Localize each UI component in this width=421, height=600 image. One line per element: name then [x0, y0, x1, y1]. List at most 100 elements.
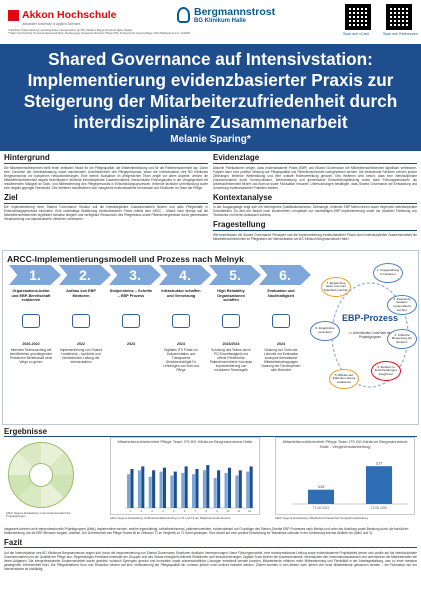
- section-text-kontextanalyse: In der Ausgangslage zeigt sich ein heter…: [213, 205, 417, 217]
- chart1-tick-label: 11: [237, 509, 240, 513]
- network-icon: [172, 314, 190, 328]
- bergmannstrost-logo-icon: [177, 7, 190, 23]
- clipboard-icon: [22, 314, 40, 328]
- bergmannstrost-logo-name: Bergmannstrost: [194, 6, 276, 18]
- step-label: Stolpersteine – Schritte – EBP Prozess: [109, 289, 153, 298]
- step-year: 2022: [77, 342, 85, 346]
- step-detail: Digitales ITS Portal zur Dokumentation u…: [163, 348, 199, 373]
- chart1-bar: [206, 465, 210, 508]
- left-column: Hintergrund Die Mitarbeiterzufriedenheit…: [4, 153, 208, 224]
- arcc-title: ARCC-Implementierungsmodell und Prozess …: [7, 254, 244, 264]
- intervention-wheel-center: [29, 463, 53, 487]
- chart1-bar: [127, 474, 131, 508]
- chart1-bar: [137, 470, 141, 508]
- step-chevron: 5.: [209, 265, 261, 285]
- section-text-ziel: Die Implementierung einer Shared Governa…: [4, 205, 208, 221]
- step-detail: Nutzung von Tools wie Lohnzeit zur Evalu…: [261, 348, 301, 373]
- section-heading-evidenzlage: Evidenzlage: [213, 153, 417, 164]
- cycle-node: 4. Evidenz in Entscheidungen integrieren: [371, 361, 401, 381]
- bergmannstrost-logo-subtitle: BG Klinikum Halle: [194, 18, 247, 24]
- chart1-bar: [192, 474, 196, 508]
- chart2-tick-label: T1.06.2023: [313, 506, 329, 510]
- chart1-tick-label: 8: [205, 509, 207, 513]
- step-chevron: 2.: [59, 265, 111, 285]
- step-year: 2020-2022: [22, 342, 40, 346]
- vcard-qr-code[interactable]: [345, 4, 371, 30]
- chart1-bar: [148, 476, 152, 508]
- cycle-node: 2. Passende Evidenz systematisch suchen: [387, 295, 417, 315]
- section-text-evidenzlage: Aktuelle Publikationen zeigen, dass evid…: [213, 165, 417, 190]
- cycle-node: 6. Ergebnisse verankern: [310, 321, 340, 341]
- chart1-tick-label: 6: [184, 509, 186, 513]
- right-column: Evidenzlage Aktuelle Publikationen zeige…: [213, 153, 417, 244]
- poster-author: Melanie Sparing*: [170, 134, 251, 145]
- chart1-tick-label: 4: [162, 509, 164, 513]
- fazit-text: Auf der Intensivstation des BG Klinikums…: [4, 551, 417, 571]
- chart1-bar: [130, 469, 134, 508]
- chart1-caption: Abb4: Eigene Darstellung: Zufriedenheit/…: [110, 516, 231, 520]
- cycle-node: 3. Kritische Bewertung der Evidenz: [387, 329, 417, 349]
- mentor-icon: [72, 314, 90, 328]
- step-chevron: 4.: [159, 265, 211, 285]
- chart1-bar: [202, 470, 206, 508]
- section-heading-hintergrund: Hintergrund: [4, 153, 208, 164]
- akkon-logo-icon: [8, 9, 19, 21]
- step-label: Organisations-kultur und EBP-Bereitschaf…: [11, 289, 51, 303]
- section-heading-ergebnisse: Ergebnisse: [4, 427, 417, 437]
- ebp-cycle-title: EBP-Prozess: [341, 313, 399, 323]
- vcard-qr-caption: Scan me! vCard: [343, 32, 369, 36]
- poster-title: Shared Governance auf Intensivstation: I…: [23, 49, 398, 132]
- section-text-fragestellung: Wie beeinflussen die Shared Governance P…: [213, 232, 417, 241]
- step-detail: Implementierung von Shared Leadership – …: [59, 348, 103, 365]
- akkon-logo: Akkon Hochschule: [8, 9, 117, 21]
- chart1-bar: [152, 470, 156, 508]
- results-text: Insgesamt konnten acht interprofessionel…: [4, 527, 409, 535]
- step-chevron: 3.: [109, 265, 161, 285]
- chart1-bar: [213, 478, 217, 508]
- chart1-bar: [181, 472, 185, 508]
- chart2-data-label: 3.27: [376, 462, 383, 466]
- arcc-model-panel: ARCC-Implementierungsmodell und Prozess …: [2, 250, 419, 425]
- chart1-bar: [227, 467, 232, 508]
- cycle-node: 5. Effekte auf Patienten-ebene evaluiere…: [329, 369, 359, 389]
- step-year: 2024: [277, 342, 285, 346]
- section-heading-fragestellung: Fragestellung: [213, 220, 417, 231]
- chart1-tick-label: 10: [226, 509, 230, 513]
- chart1-bar: [246, 471, 250, 508]
- akkon-logo-subtitle: Johanniter University of Applied Science…: [22, 22, 81, 26]
- title-banner: Shared Governance auf Intensivstation: I…: [0, 44, 421, 151]
- chart2-title: Mitarbeiterzufriedenheit Pflege Team ITS…: [282, 439, 408, 449]
- step-label: Aufbau von EBP Mentoren: [66, 289, 96, 298]
- chart1-bar: [195, 469, 199, 508]
- step-year: 2023: [127, 342, 135, 346]
- team-icon: [222, 314, 240, 328]
- section-heading-ziel: Ziel: [4, 193, 208, 204]
- section-heading-kontextanalyse: Kontextanalyse: [213, 193, 417, 204]
- step-detail: Schulung des Teams durch PG Zuverlässigk…: [209, 348, 253, 373]
- chart2-box: Mitarbeiterzufriedenheit Pflege Team ITS…: [275, 437, 415, 515]
- step-chevron: 6.: [259, 265, 311, 285]
- chart1-tick-label: 9: [216, 509, 218, 513]
- references-qr-caption: Scan me! Referenzen: [383, 32, 418, 36]
- chart1-bar: [159, 471, 163, 508]
- references-qr-code[interactable]: [386, 4, 412, 30]
- step-label: High Reliability Organisationen schaffen: [217, 289, 245, 303]
- chart1-box: Mitarbeiterzufriedenheit Pflege Team ITS…: [110, 437, 260, 515]
- cycle-node: 7. Ergebnisse teilen und zum Standard ma…: [321, 277, 351, 297]
- affiliation-note: *Fachliche Stationsleitung interdiszipli…: [8, 29, 133, 32]
- process-icon: [122, 314, 140, 328]
- checklist-icon: [272, 314, 290, 328]
- akkon-logo-text: Akkon Hochschule: [22, 9, 117, 21]
- chart2-caption: Abb5: Eigene Darstellung: Mitarbeiterzuf…: [275, 516, 368, 520]
- chart1-tick-label: 3: [151, 509, 153, 513]
- chart1-bar: [170, 475, 174, 508]
- chart1-tick-label: 5: [173, 509, 175, 513]
- chart1-bar: [162, 467, 167, 508]
- chart2-tick-label: T2.06.2024: [371, 506, 387, 510]
- step-label: Infrastruktur schaffen und Vernetzung: [161, 289, 201, 298]
- chart2-bar: [307, 489, 335, 504]
- affiliation-notes: *Fachliche Stationsleitung interdiszipli…: [8, 29, 338, 36]
- chart1-bar: [224, 472, 228, 508]
